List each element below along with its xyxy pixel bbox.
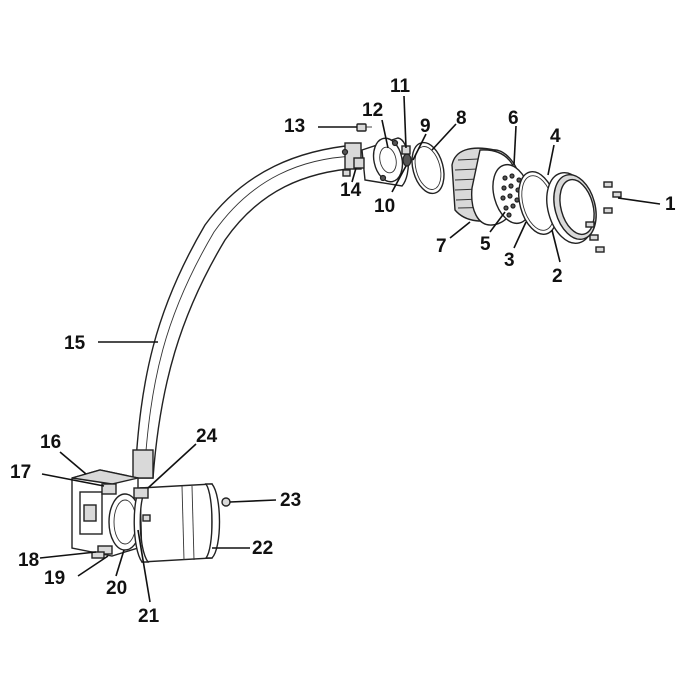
callout-21: 21: [138, 606, 160, 627]
callout-labels: 1 2 3 4 5 6 7 8 9 10 11 12 13 14 15 16 1…: [10, 76, 676, 627]
coupler-24: [133, 487, 149, 499]
callout-3: 3: [504, 250, 515, 271]
callout-14: 14: [340, 180, 362, 201]
front-lens-ring: [546, 172, 597, 244]
callout-24: 24: [196, 426, 218, 447]
gasket-ring: [411, 141, 445, 195]
screws-1: [585, 181, 622, 253]
leader-lines: [39, 95, 661, 603]
callout-23: 23: [280, 490, 301, 511]
screw-13: [356, 123, 372, 132]
mounting-housing: [353, 137, 409, 187]
callout-5: 5: [480, 234, 491, 255]
washer-10: [402, 153, 412, 167]
cylindrical-mount: [133, 483, 221, 563]
callout-9: 9: [420, 116, 431, 137]
callout-17: 17: [10, 462, 31, 483]
switch: [83, 504, 97, 522]
callout-13: 13: [284, 116, 305, 137]
gooseneck-arm: [132, 142, 362, 479]
callout-2: 2: [552, 266, 563, 287]
callout-8: 8: [456, 108, 467, 129]
callout-20: 20: [106, 578, 127, 599]
callout-19: 19: [44, 568, 65, 589]
callout-12: 12: [362, 100, 383, 121]
callout-18: 18: [18, 550, 39, 571]
callout-7: 7: [436, 236, 447, 257]
callout-1: 1: [665, 194, 676, 215]
callout-4: 4: [550, 126, 561, 147]
arm-base-collar: [132, 449, 154, 479]
housing-set-screw: [353, 157, 365, 169]
callout-11: 11: [390, 76, 411, 97]
screw-14: [342, 169, 351, 177]
callout-22: 22: [252, 538, 273, 559]
callout-10: 10: [374, 196, 395, 217]
callout-6: 6: [508, 108, 519, 129]
callout-15: 15: [64, 333, 86, 354]
screw-23: [221, 497, 231, 507]
callout-16: 16: [40, 432, 61, 453]
